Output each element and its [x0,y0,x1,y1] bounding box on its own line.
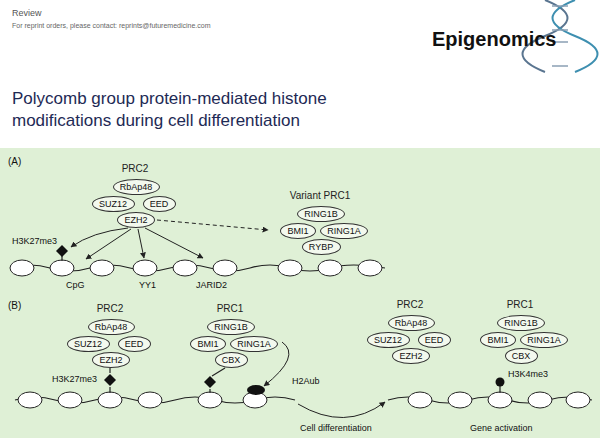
complex-group: Variant PRC1RING1BBMI1RING1ARYBP [270,205,370,255]
complex-group: PRC2RbAp48SUZ12EEDEZH2 [360,314,460,364]
subunit-name: SUZ12 [99,199,127,209]
subunit-ellipse: CBX [215,352,248,368]
pcg-arrows [71,228,385,418]
complex-name: PRC1 [160,303,300,314]
process-label: Gene activation [470,423,533,433]
subunit-name: RING1A [237,339,271,349]
process-label: Cell differentiation [300,423,372,433]
reprint-note: For reprint orders, please contact: repr… [12,22,211,29]
subunit-ellipse: RING1A [230,336,278,352]
subunit-ellipse: BMI1 [190,336,226,352]
subunit-name: EZH2 [124,215,147,225]
subunit-name: RYBP [309,242,333,252]
subunit-ellipse: EED [143,196,176,212]
factor-label: JARID2 [196,280,227,290]
subunit-name: CBX [222,355,241,365]
mark-label: H3K27me3 [12,236,57,246]
subunit-ellipse: RING1A [520,332,568,348]
subunit-name: BMI1 [287,226,308,236]
subunit-ellipse: SUZ12 [367,332,410,348]
modification-marks [56,245,505,395]
recruitment-arrow [157,220,268,230]
dna-label: CpG [66,280,85,290]
subunit-name: RING1B [504,318,538,328]
complex-name: Variant PRC1 [250,190,390,201]
subunit-ellipse: SUZ12 [67,336,110,352]
mark-label: H2Aub [292,376,320,386]
subunit-ellipse: BMI1 [280,223,316,239]
subunit-ellipse: RbAp48 [113,179,160,195]
mark-label: H3K27me3 [52,374,97,384]
complex-name: PRC2 [65,163,205,174]
complex-group: PRC2RbAp48SUZ12EEDEZH2 [60,318,160,368]
subunit-name: RbAp48 [395,318,428,328]
subunit-name: EZH2 [99,355,122,365]
subunit-name: SUZ12 [374,335,402,345]
subunit-ellipse: RbAp48 [88,319,135,335]
subunit-name: EZH2 [399,351,422,361]
complex-group: PRC2RbAp48SUZ12EEDEZH2 [85,178,185,228]
subunit-name: EED [425,335,444,345]
journal-name: Epigenomics [432,28,556,51]
subunit-name: RbAp48 [120,182,153,192]
subunit-name: RING1A [327,226,361,236]
panel-label: (B) [8,300,21,311]
factor-label: YY1 [139,280,156,290]
subunit-name: EED [125,339,144,349]
subunit-ellipse: EZH2 [92,352,130,368]
complex-group: PRC1RING1BBMI1RING1ACBX [180,318,280,368]
subunit-ellipse: EED [118,336,151,352]
subunit-name: BMI1 [197,339,218,349]
subunit-ellipse: EZH2 [117,212,155,228]
subunit-name: RING1B [304,209,338,219]
modification-sticks [62,256,500,393]
subunit-ellipse: CBX [505,348,538,364]
subunit-name: SUZ12 [74,339,102,349]
subunit-ellipse: RING1B [497,315,545,331]
subunit-ellipse: BMI1 [480,332,516,348]
nucleosomes [10,260,590,408]
subunit-name: RING1B [214,322,248,332]
subunit-name: CBX [512,351,531,361]
complex-name: PRC2 [40,303,180,314]
subunit-ellipse: EED [418,332,451,348]
subunit-name: RING1A [527,335,561,345]
chromatin-fibers [10,265,592,403]
subunit-ellipse: RING1B [297,206,345,222]
subunit-ellipse: RING1B [207,319,255,335]
subunit-ellipse: RYBP [302,239,341,255]
subunit-name: RbAp48 [95,322,128,332]
subunit-ellipse: SUZ12 [92,196,135,212]
subunit-name: EED [150,199,169,209]
subunit-ellipse: RING1A [320,223,368,239]
mark-label: H3K4me3 [508,369,548,379]
subunit-ellipse: RbAp48 [388,315,435,331]
complex-name: PRC2 [340,299,480,310]
panel-label: (A) [8,156,21,167]
subunit-ellipse: EZH2 [392,348,430,364]
complex-group: PRC1RING1BBMI1RING1ACBX [470,314,570,364]
subunit-name: BMI1 [487,335,508,345]
complex-name: PRC1 [450,299,590,310]
article-title: Polycomb group protein-mediated histone … [12,88,392,132]
journal-section: Review [12,8,42,18]
